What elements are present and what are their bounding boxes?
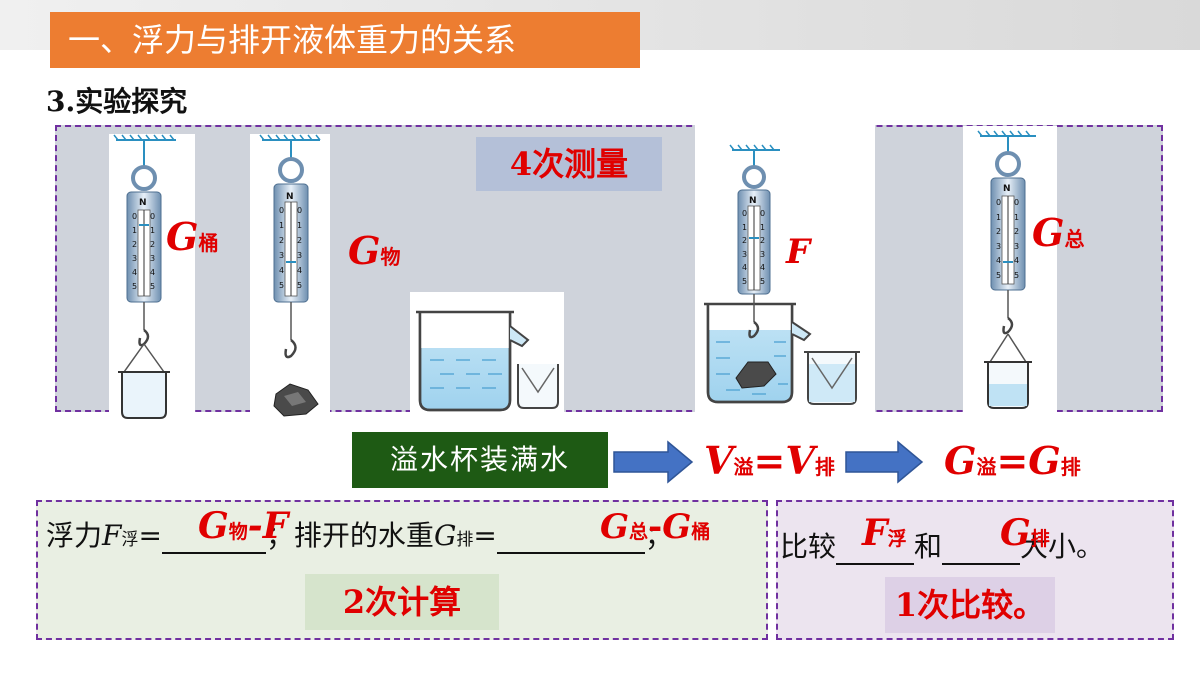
measure-count-label: 4次测量 <box>476 137 662 191</box>
comparison-count-label: 1次比较。 <box>885 577 1055 633</box>
scale-tick-label: 3 <box>1014 241 1020 251</box>
scale-tick-label: 3 <box>279 251 285 260</box>
displaced-weight-answer: G总-G桶 <box>600 507 711 547</box>
spring-scale-total <box>977 130 1036 409</box>
scale-tick-label: 1 <box>150 226 156 235</box>
g-bucket-label: G桶 <box>166 214 219 259</box>
answer-blank <box>836 529 915 565</box>
scale-tick-label: 0 <box>150 212 156 221</box>
scale-tick-label: 2 <box>760 236 766 245</box>
scale-tick-label: 1 <box>1014 212 1020 222</box>
scale-tick-label: 0 <box>996 198 1002 207</box>
scale-unit-label: N <box>286 192 294 202</box>
scale-tick-label: 4 <box>742 263 748 272</box>
scale-tick-label: 5 <box>1014 270 1020 280</box>
scale-tick-label: 1 <box>132 226 138 235</box>
buoyancy-answer: G物-F <box>198 505 289 547</box>
f-label: F <box>786 232 811 272</box>
scale-tick-label: 2 <box>279 236 285 245</box>
scale-tick-label: 2 <box>1014 227 1020 236</box>
scale-tick-label: 5 <box>742 276 748 286</box>
volume-equality: V溢=V排 <box>704 438 835 483</box>
overflow-cup-full-label: 溢水杯装满水 <box>352 432 608 488</box>
scale-tick-label: 5 <box>760 276 766 286</box>
g-total-label: G总 <box>1032 210 1085 255</box>
scale-tick-label: 4 <box>150 268 156 277</box>
scale-tick-label: 4 <box>1014 256 1020 265</box>
scale-unit-label: N <box>139 198 147 208</box>
spring-scale-object <box>259 134 321 417</box>
scale-tick-label: 0 <box>297 206 303 215</box>
weight-equality: G溢=G排 <box>944 438 1081 483</box>
answer-blank <box>942 529 1021 565</box>
compare-answer-displaced: G排 <box>1000 512 1050 554</box>
answer-blank <box>161 518 266 554</box>
scale-tick-label: 1 <box>760 222 766 232</box>
arrow-right-icon <box>845 440 924 484</box>
compare-answer-buoyancy: F浮 <box>862 512 907 554</box>
scale-tick-label: 3 <box>150 254 156 263</box>
scale-tick-label: 4 <box>132 268 138 277</box>
calculation-count-label: 2次计算 <box>305 574 499 630</box>
scale-tick-label: 4 <box>297 266 303 275</box>
spring-scale-immersed <box>704 144 860 405</box>
scale-tick-label: 5 <box>132 282 138 291</box>
scale-tick-label: 2 <box>996 227 1002 236</box>
scale-tick-label: 2 <box>742 236 748 245</box>
overflow-cup <box>416 310 559 412</box>
scale-tick-label: 3 <box>996 241 1002 251</box>
scale-tick-label: 4 <box>279 266 285 275</box>
scale-tick-label: 1 <box>742 222 748 232</box>
scale-unit-label: N <box>1003 184 1011 194</box>
calculation-line: 浮力F浮=；排开的水重G排=； <box>46 518 673 554</box>
scale-tick-label: 1 <box>996 212 1002 222</box>
page-title: 一、浮力与排开液体重力的关系 <box>50 12 640 68</box>
scale-tick-label: 4 <box>760 263 766 272</box>
arrow-right-icon <box>613 440 694 484</box>
scale-unit-label: N <box>749 196 757 206</box>
scale-tick-label: 3 <box>742 249 748 259</box>
scale-tick-label: 0 <box>279 206 285 215</box>
scale-tick-label: 2 <box>297 236 303 245</box>
scale-tick-label: 0 <box>132 212 138 221</box>
scale-tick-label: 3 <box>132 254 138 263</box>
scale-tick-label: 2 <box>150 240 156 249</box>
scale-tick-label: 1 <box>297 221 303 230</box>
answer-blank <box>496 518 645 554</box>
scale-tick-label: 5 <box>297 281 303 290</box>
scale-tick-label: 5 <box>279 281 285 290</box>
scale-tick-label: 5 <box>996 270 1002 280</box>
scale-tick-label: 0 <box>760 209 766 218</box>
scale-tick-label: 1 <box>279 221 285 230</box>
comparison-line: 比较和大小。 <box>780 529 1105 565</box>
scale-tick-label: 3 <box>297 251 303 260</box>
scale-tick-label: 0 <box>1014 198 1020 207</box>
scale-tick-label: 2 <box>132 240 138 249</box>
scale-tick-label: 4 <box>996 256 1002 265</box>
section-subtitle: 3.实验探究 <box>46 85 188 118</box>
scale-tick-label: 0 <box>742 209 748 218</box>
g-object-label: G物 <box>348 228 401 273</box>
scale-tick-label: 5 <box>150 282 156 291</box>
spring-scale-bucket <box>113 134 176 419</box>
scale-tick-label: 3 <box>760 249 766 259</box>
